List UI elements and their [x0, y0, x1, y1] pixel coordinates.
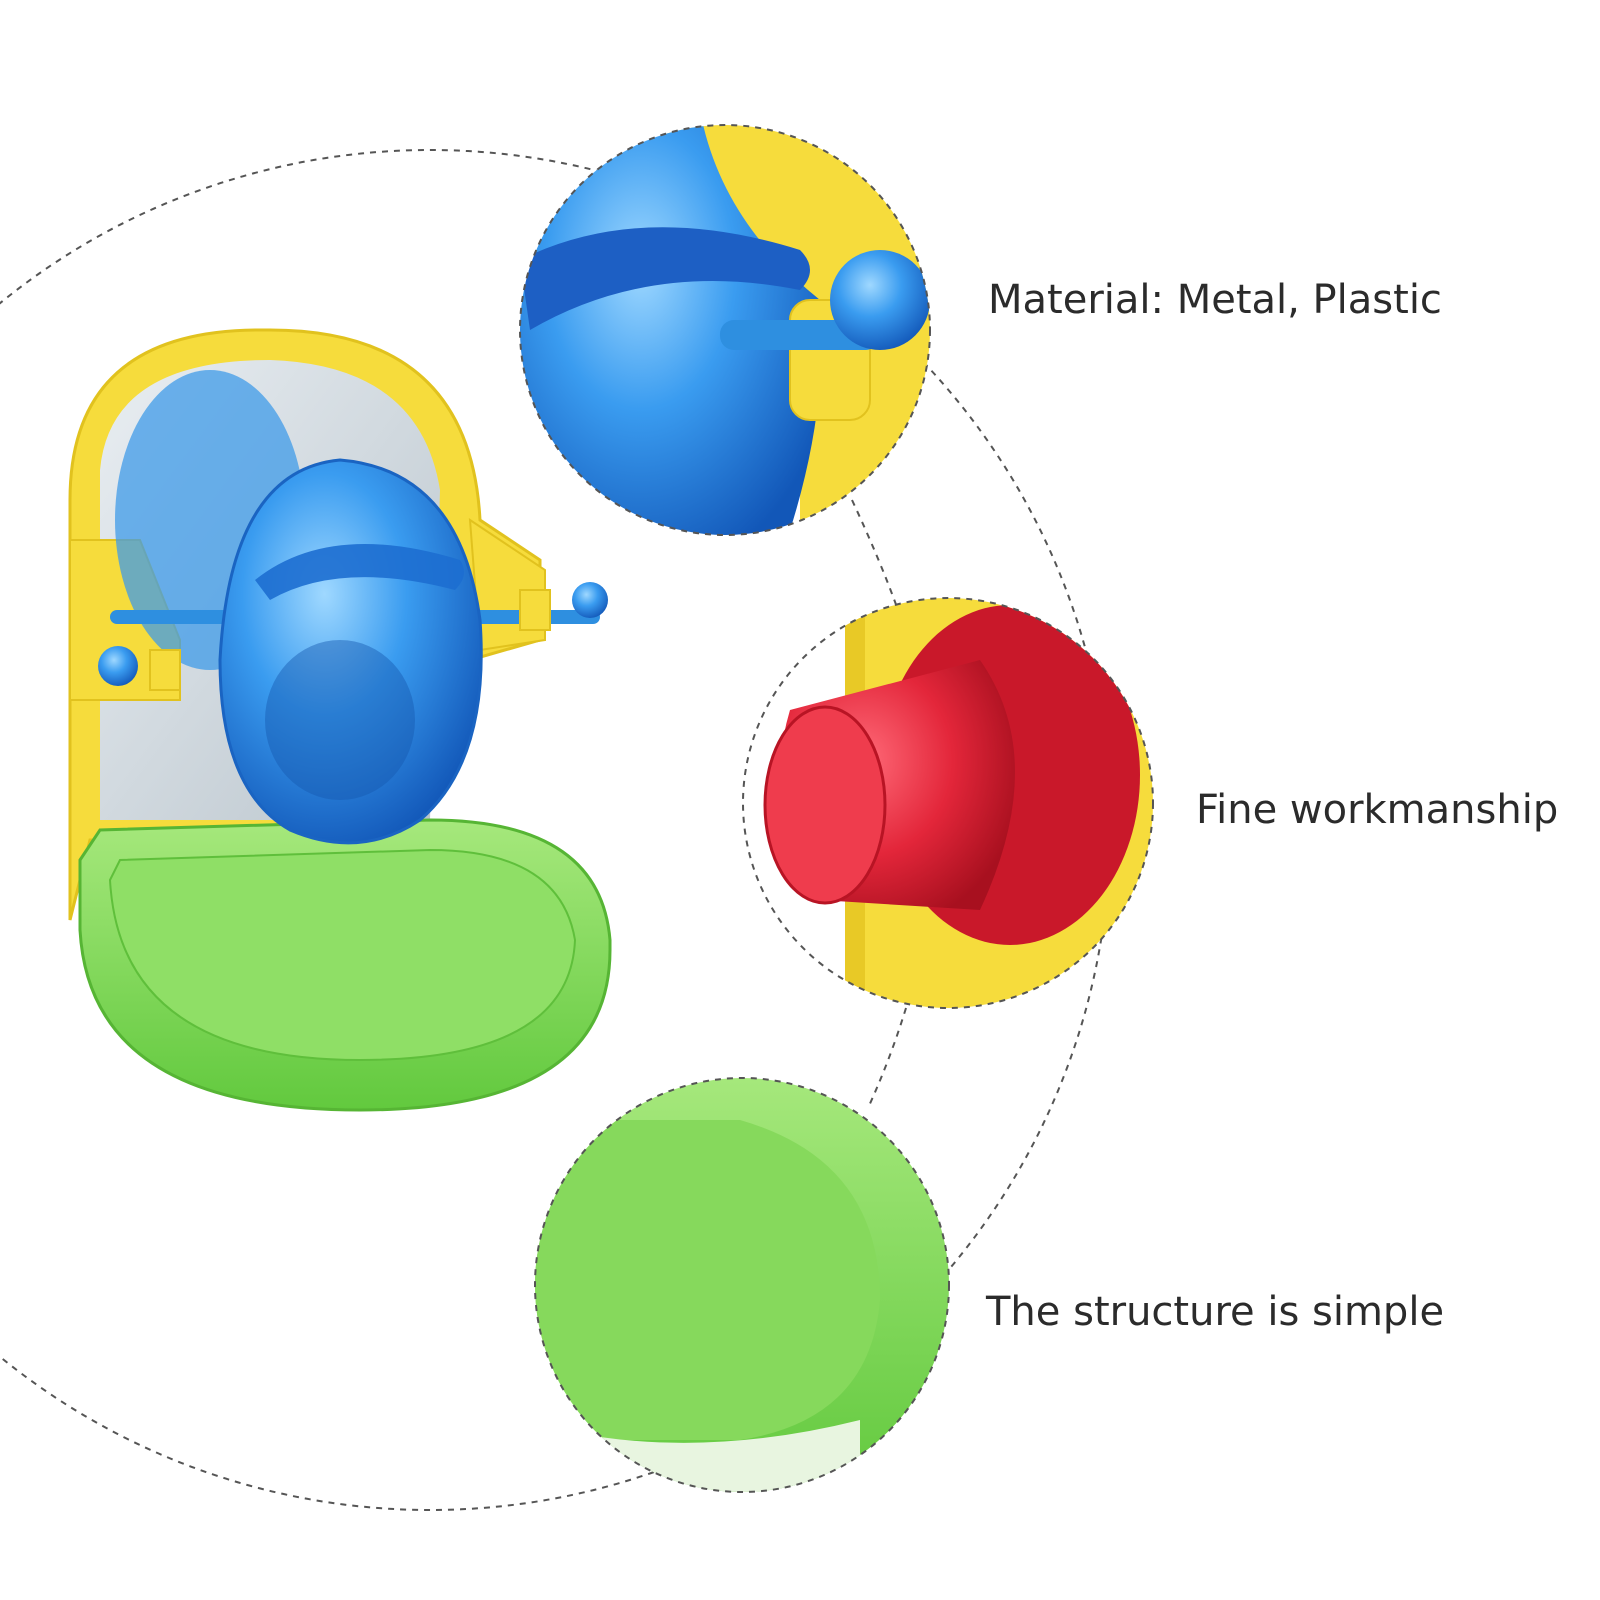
detail-circle-top	[519, 124, 931, 536]
detail-circle-bottom	[534, 1077, 950, 1493]
detail-circle-middle	[742, 597, 1154, 1009]
feature-label-workmanship: Fine workmanship	[1196, 787, 1559, 833]
bird-feeder-product	[68, 328, 612, 1112]
feature-label-material: Material: Metal, Plastic	[988, 277, 1442, 323]
detail-green-tray	[535, 1078, 949, 1492]
detail-blue-cup	[520, 125, 930, 535]
connector-arc-mid-bot	[867, 1007, 907, 1109]
feature-label-structure: The structure is simple	[986, 1289, 1445, 1335]
connector-arc-top-mid	[851, 499, 899, 611]
